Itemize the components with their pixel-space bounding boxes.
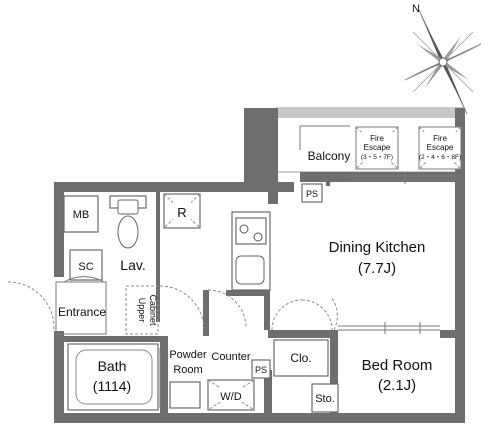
- bath-size: (1114): [93, 378, 131, 394]
- fire-escape-hatch: Fire Escape (2・4・6・8F): [418, 126, 462, 170]
- upper-cabinet-line2: Cabinet: [148, 294, 158, 326]
- bed-room-size: (2.1J): [378, 377, 416, 394]
- ps-lower-label: PS: [255, 365, 267, 375]
- dining-kitchen-size: (7.7J): [358, 260, 396, 277]
- fire-escape-2-line2: Escape: [427, 143, 454, 152]
- fire-escape-1-line1: Fire: [370, 134, 384, 143]
- fire-escape-1-line2: Escape: [364, 143, 391, 152]
- entrance-label: Entrance: [58, 305, 106, 319]
- counter-label: Counter: [211, 351, 250, 363]
- lav-label: Lav.: [120, 257, 145, 273]
- compass-north-label: N: [412, 3, 420, 15]
- fire-escape-1-floors: (3・5・7F): [361, 154, 393, 161]
- powder-room-line2: Room: [173, 364, 202, 376]
- fire-escape-2-floors: (2・4・6・8F): [419, 154, 461, 161]
- walls: [54, 108, 465, 423]
- ps-upper-label: PS: [306, 189, 318, 199]
- closet-label: Clo.: [290, 351, 311, 365]
- refrigerator-label: R: [177, 205, 186, 220]
- fire-escape-hatch: Fire Escape (3・5・7F): [355, 126, 399, 170]
- wd-label: W/D: [220, 391, 241, 403]
- bed-room-label: Bed Room: [362, 357, 433, 374]
- bath-label: Bath: [98, 358, 127, 374]
- fire-escape-2-line1: Fire: [433, 134, 447, 143]
- dining-kitchen-label: Dining Kitchen: [329, 239, 426, 256]
- powder-room-line1: Powder: [169, 349, 207, 361]
- mb-label: MB: [73, 209, 90, 221]
- balcony-label: Balcony: [308, 149, 351, 163]
- sc-label: SC: [78, 261, 93, 273]
- compass-rose-icon: [404, 9, 482, 115]
- upper-cabinet-line1: Upper: [137, 298, 147, 323]
- storage-label: Sto.: [315, 393, 335, 405]
